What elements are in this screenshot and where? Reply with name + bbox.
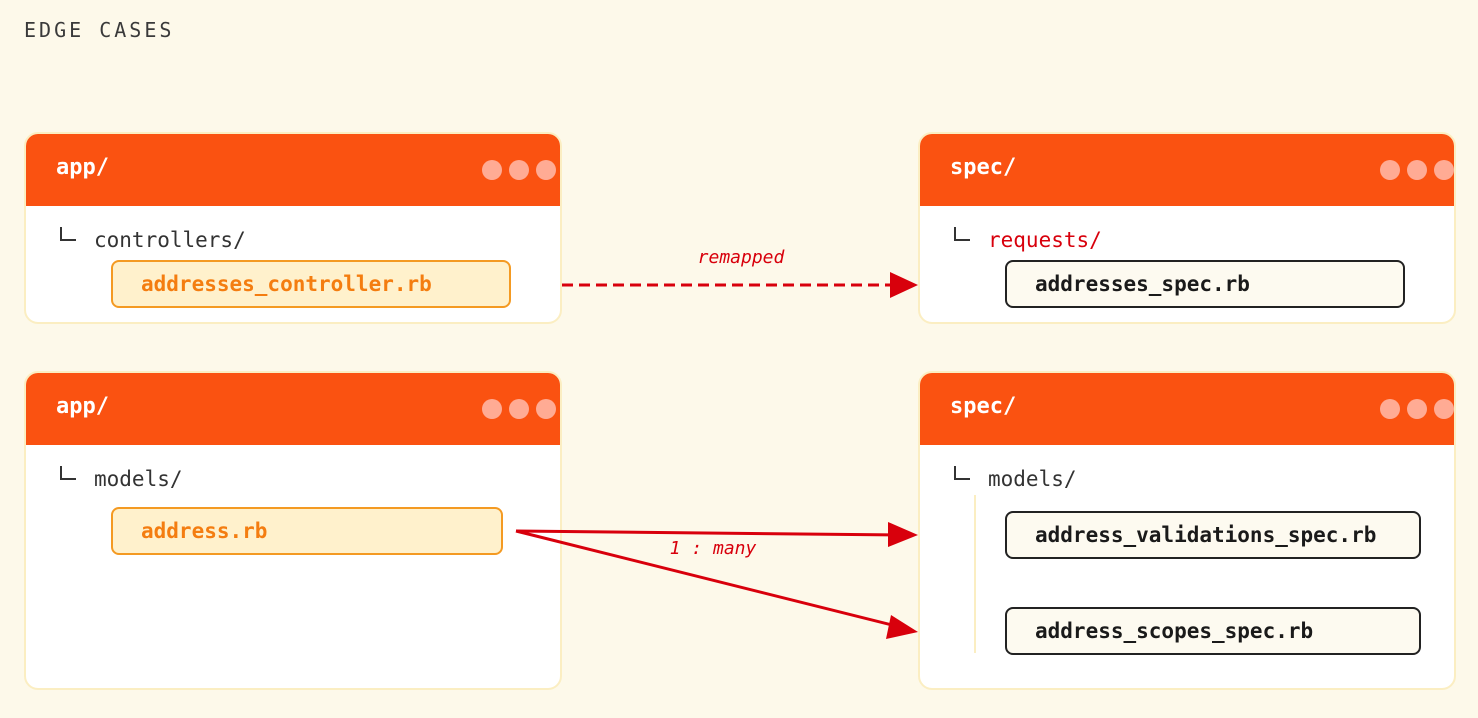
window-dot-icon [536, 399, 556, 419]
window-dot-icon [1407, 160, 1427, 180]
tree-branch-icon [60, 466, 76, 480]
source-file: address.rb [111, 507, 503, 555]
window-controls [482, 160, 556, 180]
window-title: spec/ [950, 394, 1017, 419]
window-dot-icon [482, 399, 502, 419]
tree-branch-icon [954, 466, 970, 480]
folder-label: controllers/ [94, 228, 246, 252]
window-dot-icon [509, 160, 529, 180]
one-to-many-arrow-head-1 [888, 522, 918, 547]
folder-label: models/ [94, 467, 183, 491]
source-window-controllers: app/ controllers/ addresses_controller.r… [24, 132, 562, 324]
window-dot-icon [1380, 160, 1400, 180]
window-header: app/ [26, 134, 560, 206]
target-file: address_validations_spec.rb [1005, 511, 1421, 559]
window-title: spec/ [950, 155, 1017, 180]
page-title: EDGE CASES [24, 18, 175, 42]
window-dot-icon [1434, 399, 1454, 419]
remapped-arrow-head [890, 272, 918, 298]
tree-guide-line [974, 495, 976, 653]
window-dot-icon [1434, 160, 1454, 180]
window-dot-icon [509, 399, 529, 419]
window-dot-icon [482, 160, 502, 180]
tree-branch-icon [954, 227, 970, 241]
one-to-many-label: 1 : many [670, 538, 757, 559]
source-window-models: app/ models/ address.rb [24, 371, 562, 690]
window-dot-icon [1407, 399, 1427, 419]
window-header: spec/ [920, 134, 1454, 206]
remapped-label: remapped [698, 247, 786, 268]
folder-entry: models/ [954, 466, 1077, 491]
folder-entry: controllers/ [60, 227, 246, 252]
target-window-requests: spec/ requests/ addresses_spec.rb [918, 132, 1456, 324]
window-controls [1380, 160, 1454, 180]
target-file: addresses_spec.rb [1005, 260, 1405, 308]
target-window-models: spec/ models/ address_validations_spec.r… [918, 371, 1456, 690]
window-header: spec/ [920, 373, 1454, 445]
tree-branch-icon [60, 227, 76, 241]
one-to-many-arrow-1 [515, 529, 897, 537]
window-title: app/ [56, 394, 109, 419]
one-to-many-arrow-head-2 [886, 615, 918, 639]
window-dot-icon [1380, 399, 1400, 419]
one-to-many-arrow-2 [515, 529, 897, 628]
folder-label: requests/ [988, 228, 1102, 252]
target-file: address_scopes_spec.rb [1005, 607, 1421, 655]
source-file: addresses_controller.rb [111, 260, 511, 308]
window-controls [1380, 399, 1454, 419]
folder-entry: models/ [60, 466, 183, 491]
folder-entry: requests/ [954, 227, 1102, 252]
window-header: app/ [26, 373, 560, 445]
window-dot-icon [536, 160, 556, 180]
window-title: app/ [56, 155, 109, 180]
window-controls [482, 399, 556, 419]
folder-label: models/ [988, 467, 1077, 491]
